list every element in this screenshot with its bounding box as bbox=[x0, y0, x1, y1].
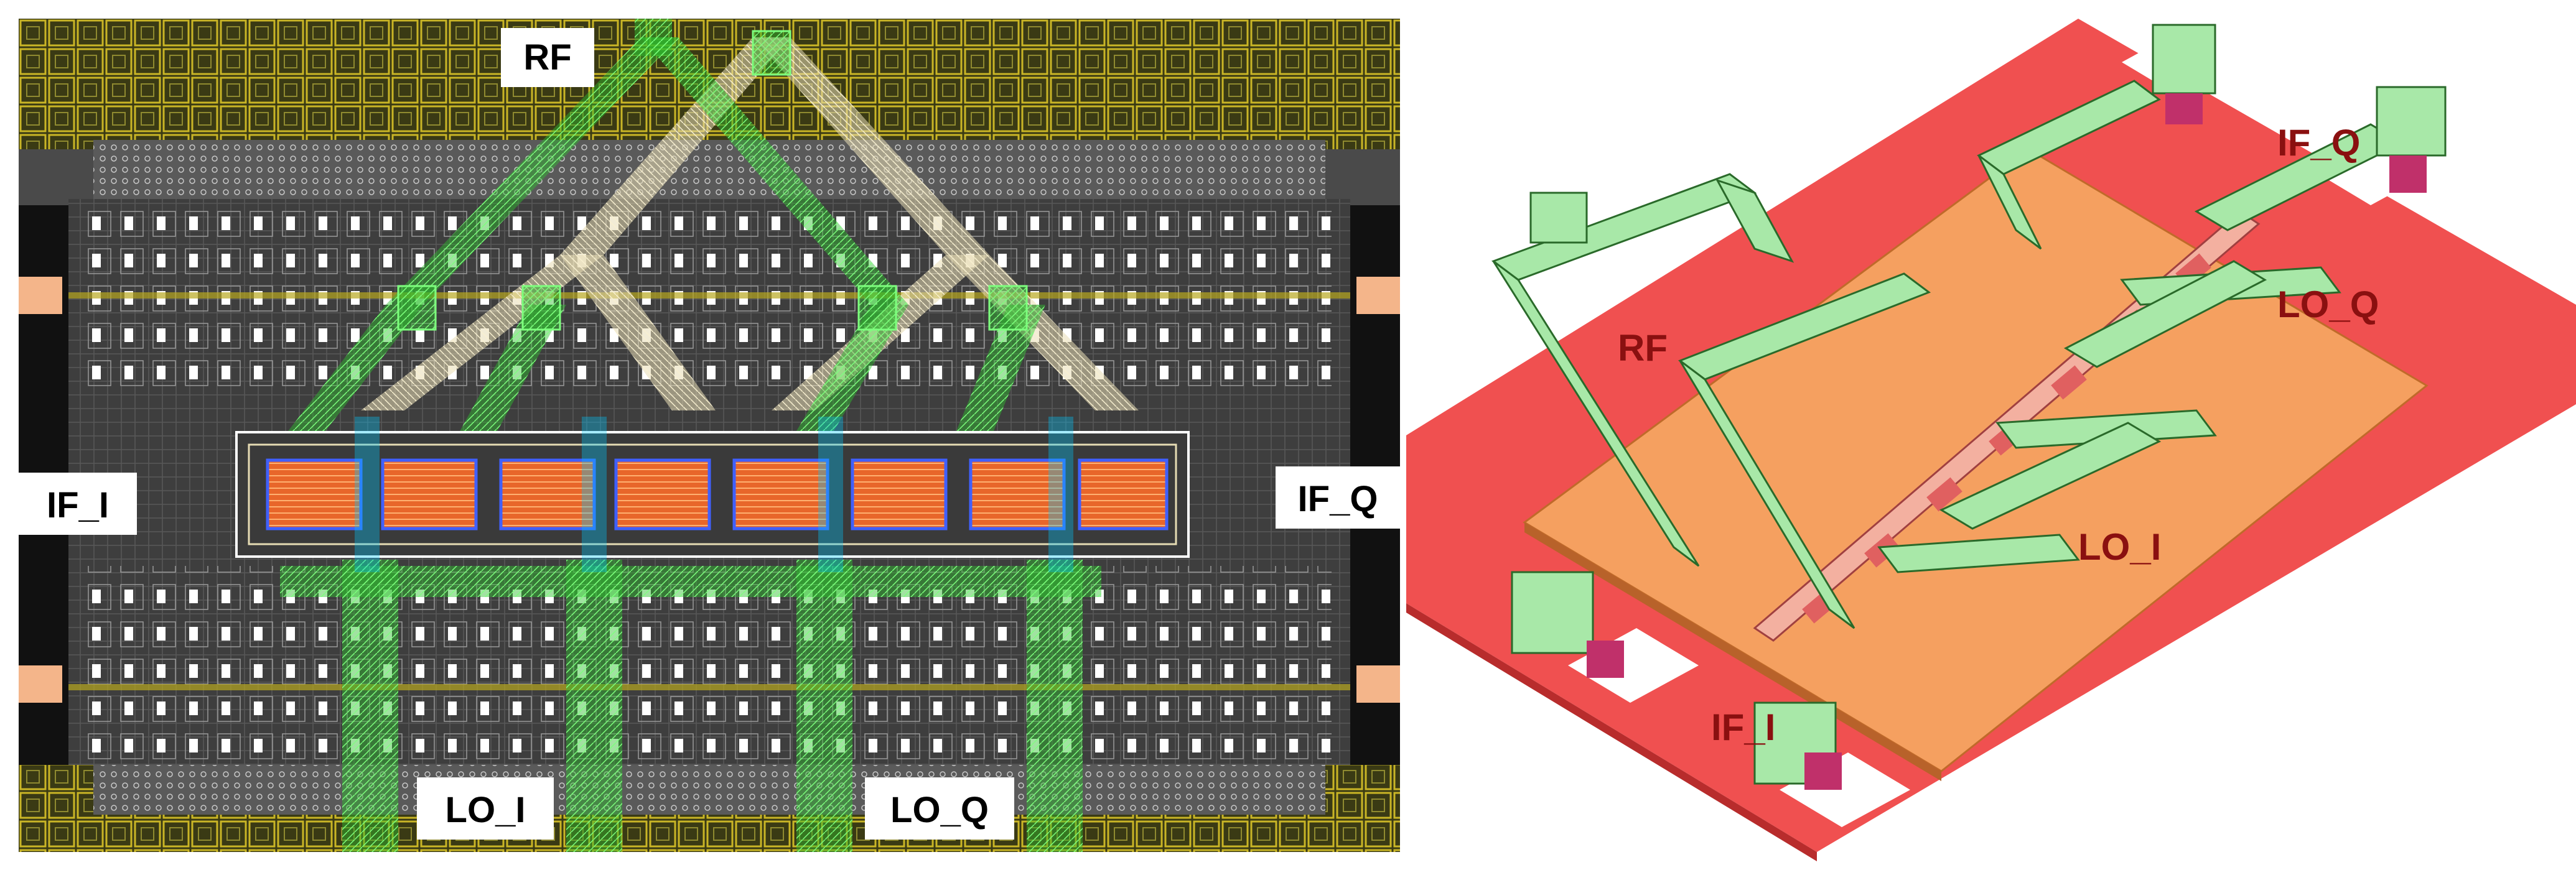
label-rf-text: RF bbox=[523, 37, 571, 78]
mixer-cell-1 bbox=[266, 458, 363, 530]
lo-feeds bbox=[280, 560, 1101, 852]
label-if-q-text: IF_Q bbox=[1298, 479, 1378, 519]
iso-rf-trace bbox=[1491, 80, 2161, 629]
mixer-cell-2 bbox=[381, 458, 478, 530]
iso-label-rf: RF bbox=[1618, 327, 1668, 369]
label-lo-q-text: LO_Q bbox=[890, 790, 989, 830]
label-lo-i-text: LO_I bbox=[446, 790, 526, 830]
rf-routing-green bbox=[280, 19, 1045, 442]
iso-label-if-i: IF_I bbox=[1711, 706, 1775, 748]
slot-rows-bottom bbox=[87, 566, 1332, 765]
iso-3d-canvas: RF IF_Q LO_Q LO_I IF_I bbox=[1406, 19, 2576, 861]
label-rf: RF bbox=[501, 28, 594, 87]
label-if-i: IF_I bbox=[19, 473, 137, 535]
pad-left-top bbox=[19, 277, 62, 314]
chip-layout-view: RF IF_I IF_Q LO_I LO_Q bbox=[19, 19, 1400, 852]
top-dot-band bbox=[93, 140, 1325, 199]
iso-substrate-edge bbox=[1406, 603, 1817, 861]
label-if-q: IF_Q bbox=[1276, 466, 1400, 529]
mixer-core bbox=[235, 417, 1190, 572]
pad-right-top bbox=[1356, 277, 1400, 314]
bus-line-1 bbox=[68, 292, 1350, 299]
iso-3d-view: RF IF_Q LO_Q LO_I IF_I bbox=[1406, 0, 2576, 875]
chip-layout-canvas: RF IF_I IF_Q LO_I LO_Q bbox=[19, 19, 1400, 852]
mixer-cell-5 bbox=[732, 458, 829, 530]
label-if-i-text: IF_I bbox=[47, 485, 109, 525]
iso-cutout-4 bbox=[1780, 752, 1910, 827]
bottom-dot-band bbox=[93, 765, 1325, 815]
pad-left-bottom bbox=[19, 665, 62, 703]
mixer-cell-8 bbox=[1078, 458, 1169, 530]
label-lo-q: LO_Q bbox=[865, 777, 1014, 840]
mixer-cell-6 bbox=[851, 458, 948, 530]
iso-lo-traces bbox=[1877, 123, 2404, 573]
iso-label-lo-i: LO_I bbox=[2078, 526, 2161, 568]
iso-ground-edge bbox=[1524, 522, 1941, 781]
iso-cutout-3 bbox=[1568, 628, 1699, 703]
bus-line-2 bbox=[68, 684, 1350, 690]
iso-label-lo-q: LO_Q bbox=[2277, 284, 2379, 325]
mixer-cell-7 bbox=[969, 458, 1066, 530]
pad-right-bottom bbox=[1356, 665, 1400, 703]
iso-pad-pillars bbox=[1511, 24, 2447, 790]
mixer-cell-4 bbox=[614, 458, 711, 530]
iso-label-if-q: IF_Q bbox=[2277, 122, 2360, 164]
mixer-cell-3 bbox=[499, 458, 596, 530]
label-lo-i: LO_I bbox=[417, 777, 554, 840]
